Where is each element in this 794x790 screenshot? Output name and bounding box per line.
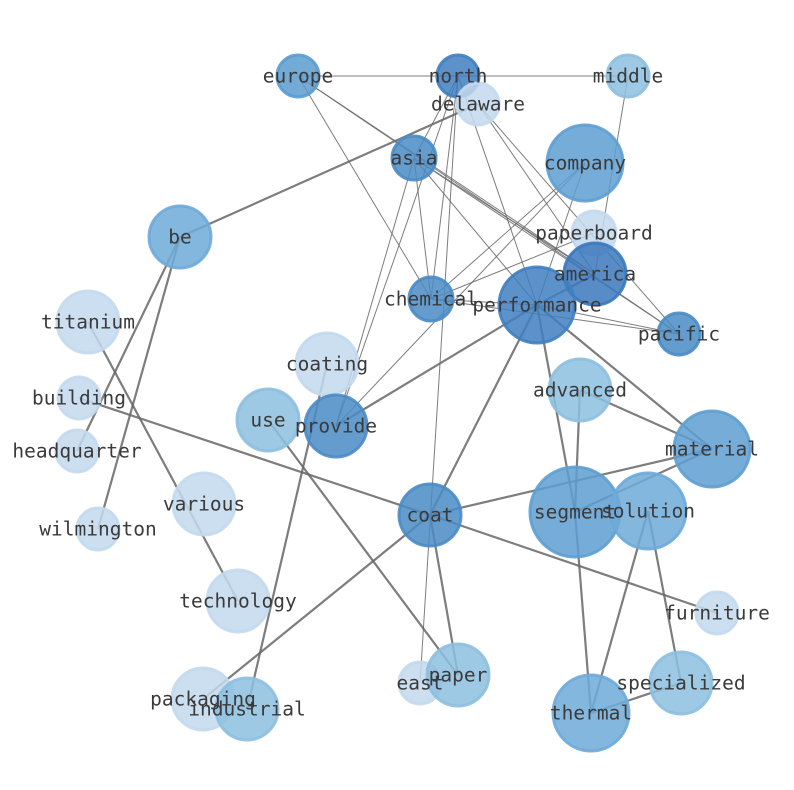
node-asia: [390, 134, 438, 182]
edge-coat-furniture: [429, 513, 718, 615]
node-label-industrial: industrial: [188, 698, 305, 721]
edge-north-east: [419, 75, 459, 684]
edge-asia-chemical: [413, 157, 432, 300]
node-solution: [608, 471, 688, 551]
node-material: [672, 409, 752, 489]
edge-europe-chemical: [297, 75, 432, 300]
node-label-performance: performance: [472, 294, 601, 317]
edge-north-chemical: [430, 75, 459, 300]
node-label-north: north: [429, 65, 488, 88]
node-label-thermal: thermal: [550, 702, 632, 725]
edge-asia-america: [413, 157, 596, 275]
node-label-advanced: advanced: [533, 379, 627, 402]
node-titanium: [55, 289, 121, 355]
node-america: [562, 241, 628, 307]
node-industrial: [214, 676, 280, 742]
edge-be-headquarter: [76, 236, 181, 452]
node-furniture: [694, 590, 740, 636]
node-label-paperboard: paperboard: [535, 222, 652, 245]
node-be: [147, 204, 213, 270]
nodes-layer: [54, 53, 752, 753]
node-label-asia: asia: [391, 147, 438, 170]
node-label-material: material: [665, 438, 759, 461]
node-coat: [397, 482, 463, 548]
node-technology: [205, 568, 271, 634]
node-chemical: [407, 275, 455, 323]
node-provide: [303, 393, 369, 459]
node-label-america: america: [554, 263, 636, 286]
node-label-headquarter: headquarter: [12, 440, 141, 463]
node-wilmington: [75, 506, 121, 552]
node-label-specialized: specialized: [616, 672, 745, 695]
edge-be-wilmington: [96, 236, 182, 530]
edge-delaware-be: [179, 102, 479, 239]
node-label-wilmington: wilmington: [39, 518, 156, 541]
node-label-chemical: chemical: [384, 288, 478, 311]
node-label-coating: coating: [286, 353, 368, 376]
node-building: [56, 375, 102, 421]
node-delaware: [455, 81, 501, 127]
node-label-titanium: titanium: [41, 311, 135, 334]
node-label-be: be: [168, 226, 191, 249]
node-headquarter: [54, 428, 100, 474]
node-label-solution: solution: [601, 500, 695, 523]
edge-asia-pacific: [413, 157, 680, 335]
node-label-furniture: furniture: [664, 602, 770, 625]
node-europe: [275, 53, 321, 99]
node-label-technology: technology: [179, 590, 296, 613]
node-label-middle: middle: [593, 65, 663, 88]
node-label-provide: provide: [295, 415, 377, 438]
edge-paperboard-chemical: [430, 232, 595, 300]
edge-building-coat: [78, 396, 431, 517]
node-company: [545, 123, 625, 203]
edge-titanium-technology: [87, 321, 239, 602]
node-label-coat: coat: [407, 504, 454, 527]
node-label-company: company: [544, 152, 626, 175]
edge-coat-packaging: [202, 514, 431, 700]
node-label-packaging: packaging: [150, 688, 256, 711]
node-label-europe: europe: [263, 65, 333, 88]
node-specialized: [648, 650, 714, 716]
labels-layer: europe north middle delaware asia company be pa…: [12, 65, 769, 725]
node-label-east: east: [397, 672, 444, 695]
node-label-paper: paper: [429, 664, 488, 687]
node-various: [171, 471, 237, 537]
node-label-pacific: pacific: [638, 323, 720, 346]
node-paper: [425, 642, 491, 708]
node-label-segment: segment: [534, 501, 616, 524]
node-use: [235, 387, 301, 453]
node-label-use: use: [250, 409, 285, 432]
node-label-delaware: delaware: [431, 93, 525, 116]
edge-use-paper: [267, 419, 459, 676]
node-label-various: various: [163, 493, 245, 516]
node-advanced: [547, 357, 613, 423]
node-label-building: building: [32, 387, 126, 410]
node-performance: [497, 265, 577, 345]
node-thermal: [551, 673, 631, 753]
node-middle: [605, 53, 651, 99]
node-pacific: [656, 311, 702, 357]
edge-company-provide: [335, 162, 586, 427]
